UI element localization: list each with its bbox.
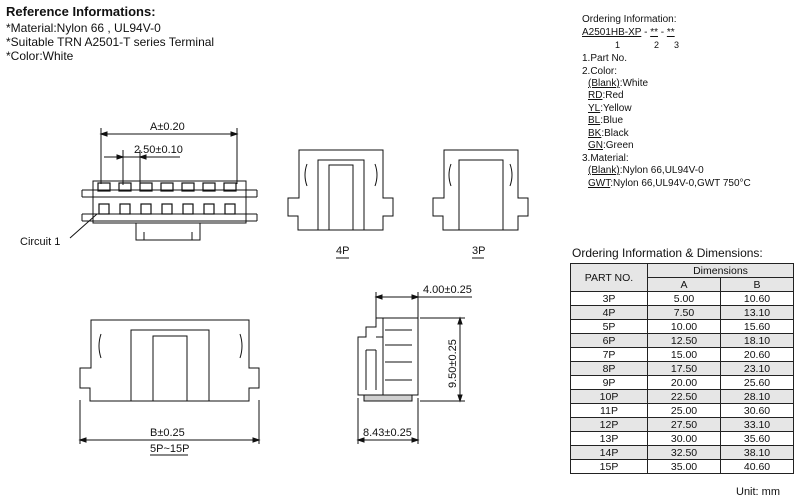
color-option: (Blank):White <box>588 78 649 89</box>
material-option: (Blank):Nylon 66,UL94V-0 <box>588 165 704 176</box>
color-option: BL:Blue <box>588 115 624 126</box>
ordering-item-color: 2.Color: <box>582 66 618 77</box>
code-separator-1: - <box>641 27 651 38</box>
view-5p-15p <box>78 319 261 456</box>
ordering-code: A2501HB-XP - ** - ** <box>582 27 675 40</box>
reference-line-color: *Color:White <box>6 49 74 63</box>
dim-b-label: B±0.25 <box>150 427 185 439</box>
view-3p <box>432 149 529 259</box>
side-height-label: 9.50±0.25 <box>447 339 459 388</box>
circuit1-label: Circuit 1 <box>20 236 60 248</box>
material-code-placeholder: ** <box>666 27 675 38</box>
side-view <box>356 292 472 444</box>
col-header-dimensions: Dimensions <box>647 263 794 278</box>
material-option: GWT:Nylon 66,UL94V-0,GWT 750°C <box>588 178 751 189</box>
ordering-item-part-no: 1.Part No. <box>582 53 628 64</box>
col-header-a: A <box>647 277 721 292</box>
ordering-title: Ordering Information: <box>582 14 677 25</box>
color-option: BK:Black <box>588 128 629 139</box>
reference-line-terminal: *Suitable TRN A2501-T series Terminal <box>6 35 215 49</box>
view-3p-label: 3P <box>472 245 485 257</box>
view-4p-label: 4P <box>336 245 349 257</box>
color-code-placeholder: ** <box>650 27 658 38</box>
code-separator-2: - <box>657 27 667 38</box>
side-depth-label: 8.43±0.25 <box>363 427 412 439</box>
part-code: A2501HB-XP <box>582 27 642 38</box>
color-option: GN:Green <box>588 140 634 151</box>
side-width-label: 4.00±0.25 <box>423 284 472 296</box>
table-title: Ordering Information & Dimensions: <box>572 246 763 260</box>
dim-a-label: A±0.20 <box>150 121 185 133</box>
col-header-part-no: PART NO. <box>570 263 648 292</box>
reference-line-material: *Material:Nylon 66 , UL94V-0 <box>6 21 161 35</box>
view-5p-15p-label: 5P~15P <box>150 443 189 455</box>
ordering-item-material: 3.Material: <box>582 153 629 164</box>
color-option: RD:Red <box>588 90 624 101</box>
reference-title: Reference Informations: <box>6 4 156 19</box>
code-index-1: 1 <box>615 40 621 50</box>
color-option: YL:Yellow <box>588 103 632 114</box>
view-4p <box>287 149 394 259</box>
dim-pitch-label: 2.50±0.10 <box>134 144 183 156</box>
connector-drawing: A±0.20 2.50±0.10 Circuit 1 4P 3P B±0.25 … <box>20 121 529 456</box>
unit-label: Unit: mm <box>736 486 780 498</box>
col-header-b: B <box>720 277 794 292</box>
top-view <box>69 128 258 241</box>
code-index-3: 3 <box>674 40 680 50</box>
code-index-2: 2 <box>654 40 660 50</box>
